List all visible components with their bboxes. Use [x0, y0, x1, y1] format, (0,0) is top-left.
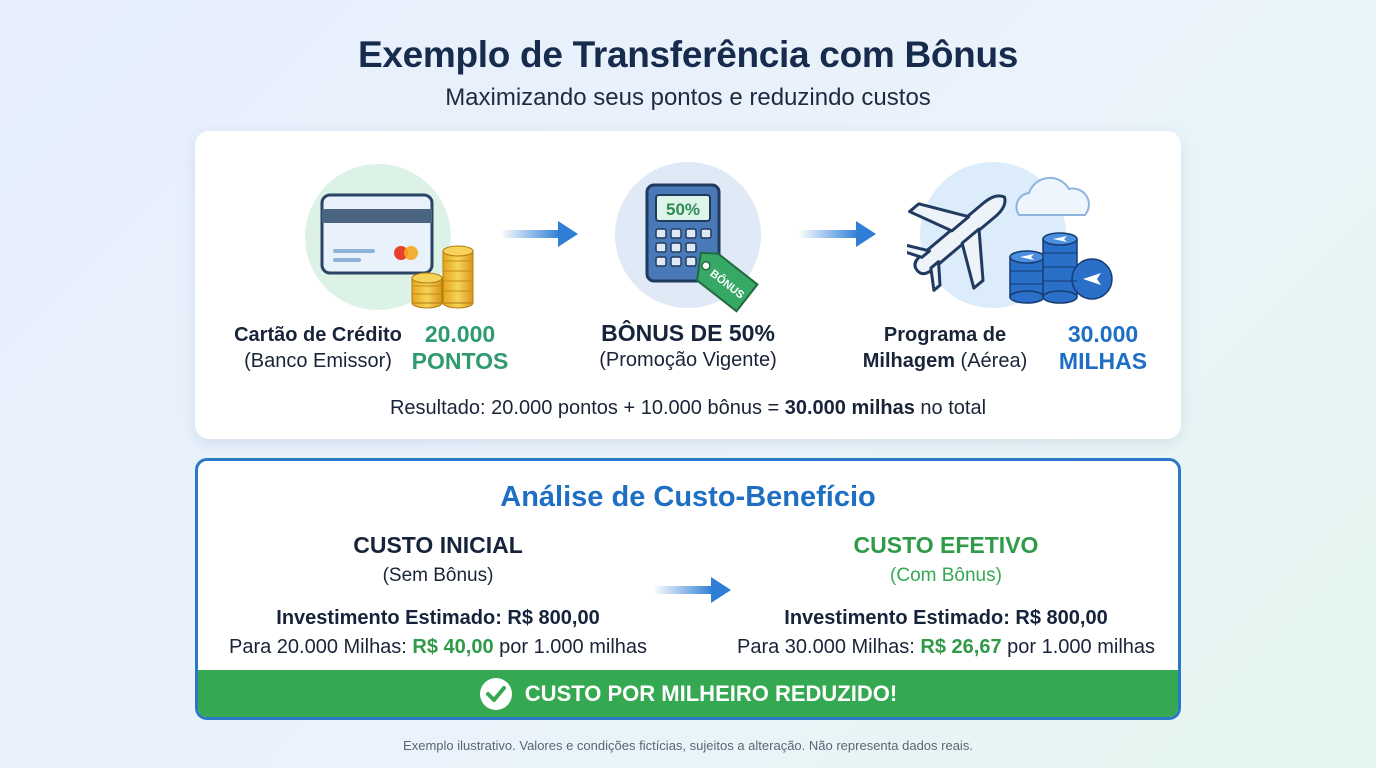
step3-label-rest: (Aérea) [955, 350, 1028, 372]
transfer-flow-card: Cartão de Crédito (Banco Emissor) 20.000… [195, 131, 1181, 439]
step3-label: Programa de Milhagem (Aérea) [850, 322, 1040, 374]
effective-cost-sub: (Com Bônus) [890, 565, 1002, 586]
step1-label-line2: (Banco Emissor) [244, 350, 392, 372]
initial-per-suffix: por 1.000 milhas [493, 636, 648, 658]
result-prefix: Resultado: 20.000 pontos + 10.000 bônus … [389, 397, 785, 419]
step3-amount-line2: MILHAS [1058, 348, 1148, 374]
arrow-right-icon [798, 221, 876, 247]
check-circle-icon [479, 677, 512, 710]
analysis-title: Análise de Custo-Benefício [500, 481, 876, 513]
effective-per-value: R$ 26,67 [920, 636, 1002, 658]
effective-per-prefix: Para 30.000 Milhas: [736, 636, 921, 658]
step2-sub: (Promoção Vigente) [599, 349, 777, 371]
initial-per-prefix: Para 20.000 Milhas: [228, 636, 413, 658]
airplane-miles-icon [907, 176, 1113, 304]
step1-label-line1: Cartão de Crédito [234, 324, 402, 346]
effective-cost-heading: CUSTO EFETIVO [853, 532, 1039, 558]
arrow-right-icon [653, 577, 731, 603]
step1-amount-line1: 20.000 [424, 321, 496, 347]
result-total: 30.000 milhas [784, 397, 915, 419]
step2-title: BÔNUS DE 50% [601, 320, 775, 346]
step1-amount: 20.000 PONTOS [400, 321, 520, 375]
arrow-right-icon [500, 221, 578, 247]
step1-label: Cartão de Crédito (Banco Emissor) [223, 322, 413, 374]
initial-cost-heading: CUSTO INICIAL [353, 532, 523, 558]
step1-amount-line2: PONTOS [411, 348, 509, 374]
cost-analysis-card: Análise de Custo-Benefício CUSTO INICIAL… [195, 458, 1181, 720]
step3-label-bold: Milhagem [862, 350, 955, 372]
initial-per-thousand: Para 20.000 Milhas: R$ 40,00 por 1.000 m… [198, 636, 678, 659]
step3-label-line1: Programa de [883, 324, 1007, 346]
calculator-display-text: 50% [666, 200, 700, 219]
result-suffix: no total [914, 397, 987, 419]
step3-amount: 30.000 MILHAS [1043, 321, 1163, 375]
effective-cost-column: CUSTO EFETIVO (Com Bônus) Investimento E… [706, 532, 1178, 659]
calculator-bonus-tag-icon: 50% BÔNUS [645, 183, 759, 313]
credit-card-coins-icon [320, 193, 474, 309]
result-summary: Resultado: 20.000 pontos + 10.000 bônus … [195, 397, 1181, 420]
reduced-cost-banner: CUSTO POR MILHEIRO REDUZIDO! [198, 670, 1178, 717]
initial-cost-column: CUSTO INICIAL (Sem Bônus) Investimento E… [198, 532, 678, 659]
effective-investment: Investimento Estimado: R$ 800,00 [784, 607, 1108, 629]
step3-label-line2: Milhagem (Aérea) [850, 348, 1040, 374]
banner-text: CUSTO POR MILHEIRO REDUZIDO! [524, 680, 898, 706]
initial-cost-sub: (Sem Bônus) [382, 565, 494, 586]
page-subtitle: Maximizando seus pontos e reduzindo cust… [445, 84, 931, 111]
initial-per-value: R$ 40,00 [412, 636, 494, 658]
step3-amount-line1: 30.000 [1067, 321, 1139, 347]
page-title: Exemplo de Transferência com Bônus [357, 34, 1019, 75]
initial-investment: Investimento Estimado: R$ 800,00 [276, 607, 600, 629]
effective-per-thousand: Para 30.000 Milhas: R$ 26,67 por 1.000 m… [706, 636, 1178, 659]
disclaimer-footer: Exemplo ilustrativo. Valores e condições… [403, 738, 973, 753]
effective-per-suffix: por 1.000 milhas [1001, 636, 1156, 658]
